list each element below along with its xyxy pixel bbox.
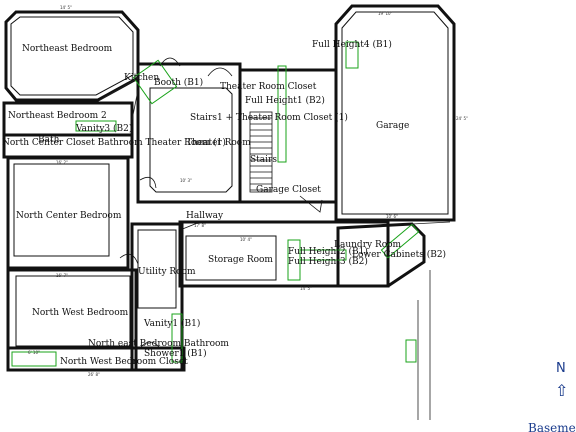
dim-storage-bottom: 14' 5": [300, 286, 312, 291]
room-label-garage: Garage: [376, 121, 409, 131]
room-label-full-height4: Full Height4 (B1): [312, 39, 392, 50]
wall-storage-room-inner: [185, 235, 277, 281]
room-label-center-closet: North Center Closet Bathroom Theater Roo…: [2, 137, 226, 148]
room-label-northeast-bedroom: Northeast Bedroom: [22, 44, 113, 54]
room-label-stairs2: Stairs: [250, 155, 277, 165]
wall-diagonal-ne: [99, 77, 139, 101]
dim-north-center: 16' 2": [56, 160, 68, 165]
room-label-full-height3: Full Height3 (B2): [288, 256, 368, 267]
room-label-bath: Bath: [38, 135, 60, 145]
north-compass: N ⇧: [555, 361, 568, 400]
wall-theater-room-inner: [149, 87, 233, 193]
room-label-lower-cabinets: Lower Cabinets (B2): [352, 249, 446, 260]
room-label-north-west-bedroom-closet: North West Bedroom Closet: [60, 357, 188, 367]
dim-top-left: 14' 5": [60, 5, 72, 10]
cabinet-full-height4: [345, 41, 359, 69]
compass-letter: N: [556, 361, 566, 376]
room-label-storage-room: Storage Room: [208, 255, 273, 265]
room-label-booth: Booth (B1): [154, 77, 203, 88]
wall-north-center-bedroom-inner: [13, 163, 110, 257]
room-label-kitchen: Kitchen: [124, 73, 159, 83]
dim-closet: 6' 10": [28, 350, 40, 355]
door-hallway: [179, 221, 201, 231]
dim-bottom: 26' 8": [88, 372, 100, 377]
stairs-treads: [249, 111, 273, 193]
cabinet-full-height3: [299, 249, 347, 261]
wall-north-west-bedroom: [6, 268, 138, 372]
room-label-vanity3: Vanity3 (B2): [75, 123, 132, 134]
wall-northeast-bedroom-inner: [10, 16, 134, 96]
wall-garage: [334, 4, 456, 222]
room-label-northeast-bedroom-2: Northeast Bedroom 2: [8, 111, 107, 121]
door-arc-booth: [159, 57, 181, 67]
wall-connector: [131, 89, 139, 121]
wall-utility-column: [130, 222, 184, 372]
wall-garage-inner: [341, 11, 449, 215]
dim-theater: 10' 3": [180, 178, 192, 183]
door-arc-theater-closet: [207, 67, 233, 77]
room-label-full-height1: Full Height1 (B2): [245, 95, 325, 106]
footer-label: Basement: [528, 421, 576, 432]
wall-north-center-bedroom: [6, 156, 130, 270]
door-arc-utility: [119, 253, 139, 265]
wall-utility-inner: [137, 229, 177, 309]
door-arc-theater: [139, 176, 157, 189]
wall-north-west-bedroom-inner: [15, 275, 131, 347]
dim-storage: 10' 4": [240, 237, 252, 242]
room-label-north-west-bedroom: North West Bedroom: [32, 308, 129, 318]
compass-arrow-icon: ⇧: [555, 381, 568, 400]
wall-northeast-bedroom: [4, 10, 140, 102]
cabinet-vanity1: [171, 313, 183, 363]
room-label-full-height2: Full Height2 (B1): [288, 246, 368, 257]
cabinet-full-height1: [277, 65, 287, 163]
room-label-vanity1: Vanity1 (B1): [143, 318, 200, 329]
wall-laundry-right: [411, 221, 451, 225]
dim-garage-side: 24' 5": [456, 116, 468, 121]
dim-garage-bottom: 10' 6": [386, 214, 398, 219]
cabinet-booth: [132, 59, 178, 105]
room-label-hallway: Hallway: [186, 211, 224, 221]
room-label-stairs: Stairs1 + Theater Room Closet (1): [190, 112, 348, 123]
room-label-laundry-room: Laundry Room: [334, 240, 402, 250]
wall-bottom-closet-strip: [6, 346, 186, 372]
cabinet-lower: [380, 223, 420, 259]
room-label-theater-room-closet: Theater Room Closet: [220, 82, 317, 92]
wall-storage-room: [178, 220, 390, 288]
room-label-theater-room: Theater Room: [186, 138, 251, 148]
cabinet-vanity3: [75, 120, 117, 132]
dim-top-garage: 19' 10": [378, 11, 393, 16]
cabinet-misc: [405, 339, 417, 363]
dim-north-west: 16' 7": [56, 273, 68, 278]
room-label-bedroom-bathroom: North east Bedroom Bathroom: [88, 339, 229, 349]
room-label-shower: Shower1 (B1): [144, 348, 207, 359]
room-label-garage-closet: Garage Closet: [256, 185, 321, 195]
room-label-north-center-bedroom: North Center Bedroom: [16, 211, 122, 221]
room-label-utility-room: Utility Room: [138, 267, 196, 277]
dim-hall: 17' 8": [194, 223, 206, 228]
door-arc-bathroom: [139, 341, 161, 349]
cabinet-closet: [11, 351, 57, 367]
door-garage-closet: [299, 195, 323, 213]
